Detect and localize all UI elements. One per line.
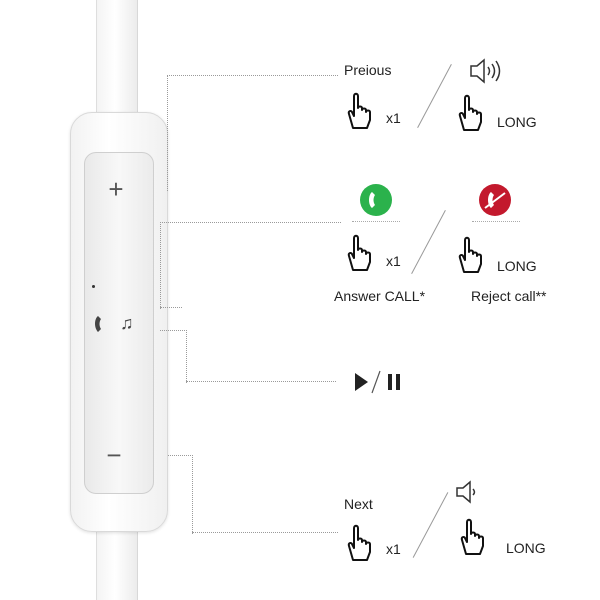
hand-press-icon (347, 92, 371, 129)
leader-call-tick (160, 307, 182, 308)
leader-call (160, 222, 341, 309)
leader-volume-up (167, 75, 338, 191)
speaker-quiet-icon (456, 480, 476, 504)
volume-down-button[interactable]: − (106, 440, 122, 470)
volume-down-long-label: LONG (506, 540, 546, 556)
next-label: Next (344, 496, 373, 512)
hand-press-icon (347, 234, 371, 271)
cable-top (96, 0, 138, 116)
next-count: x1 (386, 541, 401, 557)
divider-slash (411, 209, 446, 275)
hand-press-icon (460, 518, 484, 555)
speaker-loud-icon (470, 58, 501, 84)
answer-call-label: Answer CALL* (334, 288, 426, 304)
answer-count: x1 (386, 253, 401, 269)
reject-underline (472, 221, 520, 222)
cable-bottom (96, 526, 138, 600)
previous-count: x1 (386, 110, 401, 126)
volume-up-long-label: LONG (497, 114, 537, 130)
phone-icon (369, 192, 375, 208)
volume-up-button[interactable]: + (108, 174, 124, 204)
divider-slash (417, 63, 452, 129)
hand-press-icon (347, 524, 371, 561)
music-note-icon: ♫ (120, 313, 134, 333)
leader-play-h (186, 381, 336, 382)
hand-press-icon (458, 94, 482, 131)
previous-label: Preious (344, 62, 392, 78)
microphone-dot (92, 285, 95, 288)
phone-reject-icon (484, 192, 506, 209)
answer-call-icon (360, 184, 392, 216)
leader-play (160, 330, 187, 383)
leader-volume-down (168, 455, 193, 534)
leader-volume-down-h (192, 532, 338, 533)
reject-long-label: LONG (497, 258, 537, 274)
answer-underline (352, 221, 400, 222)
phone-icon (95, 316, 101, 332)
reject-call-icon (479, 184, 511, 216)
hand-press-icon (458, 236, 482, 273)
call-music-button[interactable]: ♫ (90, 313, 148, 337)
play-pause-icon (355, 370, 400, 394)
reject-call-label: Reject call** (471, 288, 547, 304)
divider-slash (412, 492, 449, 558)
